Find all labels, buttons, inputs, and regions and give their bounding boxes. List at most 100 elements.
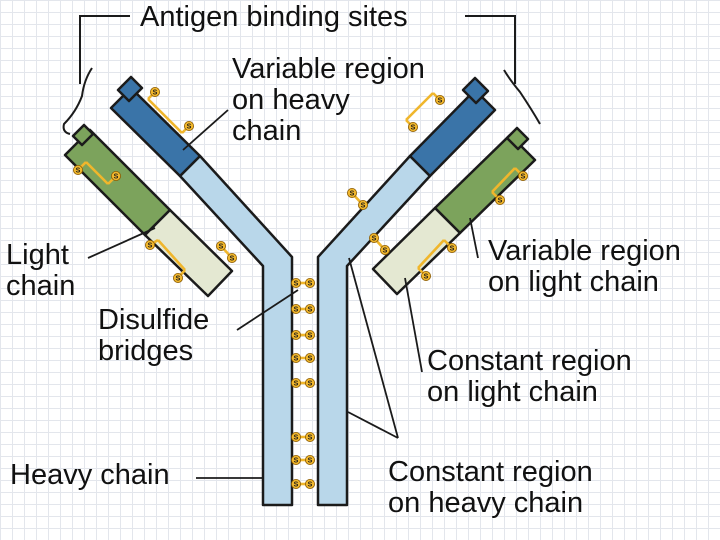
leader-disulfide [236,289,299,331]
sulfur-atom [290,277,301,288]
leader-variable-heavy [182,109,229,151]
sulfur-atom-label: S [372,236,377,243]
sulfur-atom-label: S [148,243,153,250]
disulfide-bond-line [147,98,183,134]
disulfide-bond-line [85,161,109,185]
sulfur-atom [290,329,301,340]
label-line: Disulfide [98,304,210,336]
disulfide-bond-line [157,239,186,271]
sulfur-atom [290,377,301,388]
sulfur-atom [446,242,457,253]
sulfur-atom-label: S [308,482,313,489]
label-heavy-chain-text: Heavy chain [10,459,170,491]
light-chain-left-constant [143,208,234,298]
sulfur-atom-label: S [308,381,313,388]
sulfur-atom [346,187,357,198]
antigen-site-left-bracket [62,15,130,135]
sulfur-atom-label: S [294,381,299,388]
label-line: on heavy chain [388,487,584,519]
sulfur-atom-label: S [294,333,299,340]
sulfur-atom [73,164,84,175]
sulfur-atom-label: S [411,125,416,132]
sulfur-atom [290,478,301,489]
sulfur-atom-label: S [294,356,299,363]
sulfur-atom-label: S [498,198,503,205]
leader-light-chain [87,227,156,259]
heavy-chain-left-tip [116,75,144,103]
leader-constant-heavy-b [347,411,399,439]
light-chain-left-tip [71,123,95,147]
label-antigen-binding-sites-text: Antigen binding sites [140,1,408,33]
label-line: Constant region [427,345,632,377]
heavy-chain-right-constant [316,154,432,507]
sulfur-atom [226,252,237,263]
label-line: Light [6,239,69,271]
sulfur-atom-label: S [450,246,455,253]
heavy-chain-right-tip [461,76,490,105]
label-variable-region-heavy: Variable region on heavy chain [232,54,425,147]
sulfur-atom [434,95,445,106]
leader-constant-heavy-a [348,257,399,439]
label-line: on light chain [427,376,598,408]
sulfur-atom-label: S [176,276,181,283]
antigen-binding-brackets [62,15,541,135]
label-disulfide-bridges: Disulfide bridges [98,305,209,367]
sulfur-atom [304,329,315,340]
disulfide-bond-line [417,239,445,269]
sulfur-atom [172,272,183,283]
sulfur-atom [304,454,315,465]
sulfur-atom [304,377,315,388]
sulfur-atom [304,478,315,489]
sulfur-atom-label: S [230,256,235,263]
sulfur-atom-label: S [308,281,313,288]
sulfur-atom-label: S [219,244,224,251]
heavy-chain-left [109,75,294,507]
sulfur-atom [379,244,390,255]
heavy-chain-right [316,76,497,507]
sulfur-atom-label: S [308,356,313,363]
antigen-site-right-bracket [465,15,541,125]
sulfur-atom-label: S [294,307,299,314]
sulfur-atom-label: S [521,174,526,181]
label-variable-region-light: Variable region on light chain [488,236,681,298]
sulfur-atom-label: S [294,482,299,489]
sulfur-atom [304,352,315,363]
sulfur-atom [357,199,368,210]
light-chain-right-tip [505,126,530,151]
sulfur-atom-label: S [294,281,299,288]
sulfur-atom [304,303,315,314]
sulfur-atom-label: S [308,333,313,340]
sulfur-atom [518,170,529,181]
label-line: Variable region [488,235,681,267]
sulfur-atom [304,431,315,442]
label-line: Variable region [232,53,425,85]
sulfur-atom-label: S [350,191,355,198]
label-constant-region-heavy: Constant region on heavy chain [388,457,593,519]
heavy-chain-right-variable [408,88,497,178]
sulfur-atom [290,303,301,314]
sulfur-atom [290,454,301,465]
sulfur-atom [149,87,160,98]
sulfur-atom [304,277,315,288]
label-heavy-chain: Heavy chain [10,460,170,491]
leader-constant-light [404,277,423,373]
sulfur-atom-label: S [153,90,158,97]
sulfur-atom [420,270,431,281]
light-chain-right [371,126,537,296]
sulfur-atom [407,122,418,133]
sulfur-atom-label: S [114,174,119,181]
label-line: on heavy [232,84,350,116]
sulfur-atom-label: S [308,458,313,465]
disulfide-bond-line [491,167,516,193]
sulfur-atom-label: S [294,458,299,465]
sulfur-atom-label: S [438,98,443,105]
label-line: chain [6,270,76,302]
sulfur-atom-label: S [294,435,299,442]
label-antigen-binding-sites: Antigen binding sites [140,2,408,33]
light-chain-left [63,123,234,298]
sulfur-atom [290,352,301,363]
sulfur-atom [111,170,122,181]
leader-lines [87,109,479,479]
